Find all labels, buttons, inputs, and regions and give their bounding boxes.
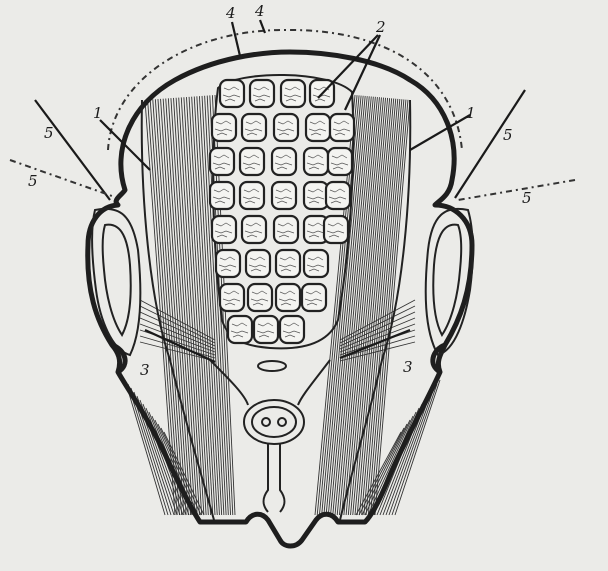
pointer-4-a xyxy=(232,22,240,56)
ventral-vessel-lumen-left xyxy=(262,418,270,426)
label-5-left-top: 5 xyxy=(44,124,54,142)
tissue-cell xyxy=(274,216,298,243)
label-3-right: 3 xyxy=(403,358,413,376)
tissue-cell xyxy=(272,182,296,209)
tissue-cell xyxy=(281,80,305,107)
tissue-cell xyxy=(326,182,350,209)
tissue-cell xyxy=(330,114,354,141)
tissue-cell xyxy=(220,284,244,311)
tissue-cell xyxy=(246,250,270,277)
label-5-right-top: 5 xyxy=(503,126,513,144)
label-5-right-dashed: 5 xyxy=(522,189,532,207)
tissue-cell xyxy=(212,114,236,141)
label-5-left-dashed: 5 xyxy=(28,172,38,190)
central-cell-grid xyxy=(210,80,354,343)
label-2: 2 xyxy=(375,18,386,36)
tissue-cell xyxy=(242,216,266,243)
muscle-fiber-line xyxy=(186,97,210,515)
label-1-right: 1 xyxy=(466,104,476,122)
label-4-a: 4 xyxy=(225,4,236,22)
tissue-cell xyxy=(242,114,266,141)
tissue-cell xyxy=(280,316,304,343)
tissue-cell xyxy=(212,216,236,243)
ventral-vessel-right-branch xyxy=(298,360,330,405)
tissue-cell xyxy=(304,182,328,209)
left-lateral-organ xyxy=(92,209,140,355)
left-lateral-organ-inner xyxy=(103,225,131,335)
tissue-cell xyxy=(306,114,330,141)
ventral-vessel-lumen-right xyxy=(278,418,286,426)
tissue-cell xyxy=(276,284,300,311)
tissue-cell xyxy=(210,182,234,209)
tissue-cell xyxy=(240,148,264,175)
tissue-cell xyxy=(254,316,278,343)
ventral-vessel-ring-inner xyxy=(252,407,296,437)
tissue-cell xyxy=(250,80,274,107)
muscle-fiber-line xyxy=(184,97,208,515)
label-1-left: 1 xyxy=(93,104,103,122)
tissue-cell xyxy=(302,284,326,311)
tissue-cell xyxy=(216,250,240,277)
tissue-cell xyxy=(276,250,300,277)
tissue-cell xyxy=(274,114,298,141)
tissue-cell xyxy=(328,148,352,175)
tissue-cell xyxy=(240,182,264,209)
label-4-b: 4 xyxy=(254,2,265,20)
tissue-cell xyxy=(304,250,328,277)
pointer-5-right-dashed xyxy=(458,180,575,200)
tissue-cell xyxy=(228,316,252,343)
tissue-cell xyxy=(248,284,272,311)
muscle-fiber-line xyxy=(389,388,434,515)
tissue-cell xyxy=(304,148,328,175)
tissue-cell xyxy=(210,148,234,175)
small-oval-canal xyxy=(258,361,286,371)
label-3-left: 3 xyxy=(140,361,150,379)
pointer-5-left-dashed xyxy=(10,160,112,196)
ventral-stalk xyxy=(264,444,285,512)
tissue-cell xyxy=(220,80,244,107)
tissue-cell xyxy=(324,216,348,243)
muscle-fiber-line xyxy=(392,384,437,515)
tissue-cell xyxy=(272,148,296,175)
